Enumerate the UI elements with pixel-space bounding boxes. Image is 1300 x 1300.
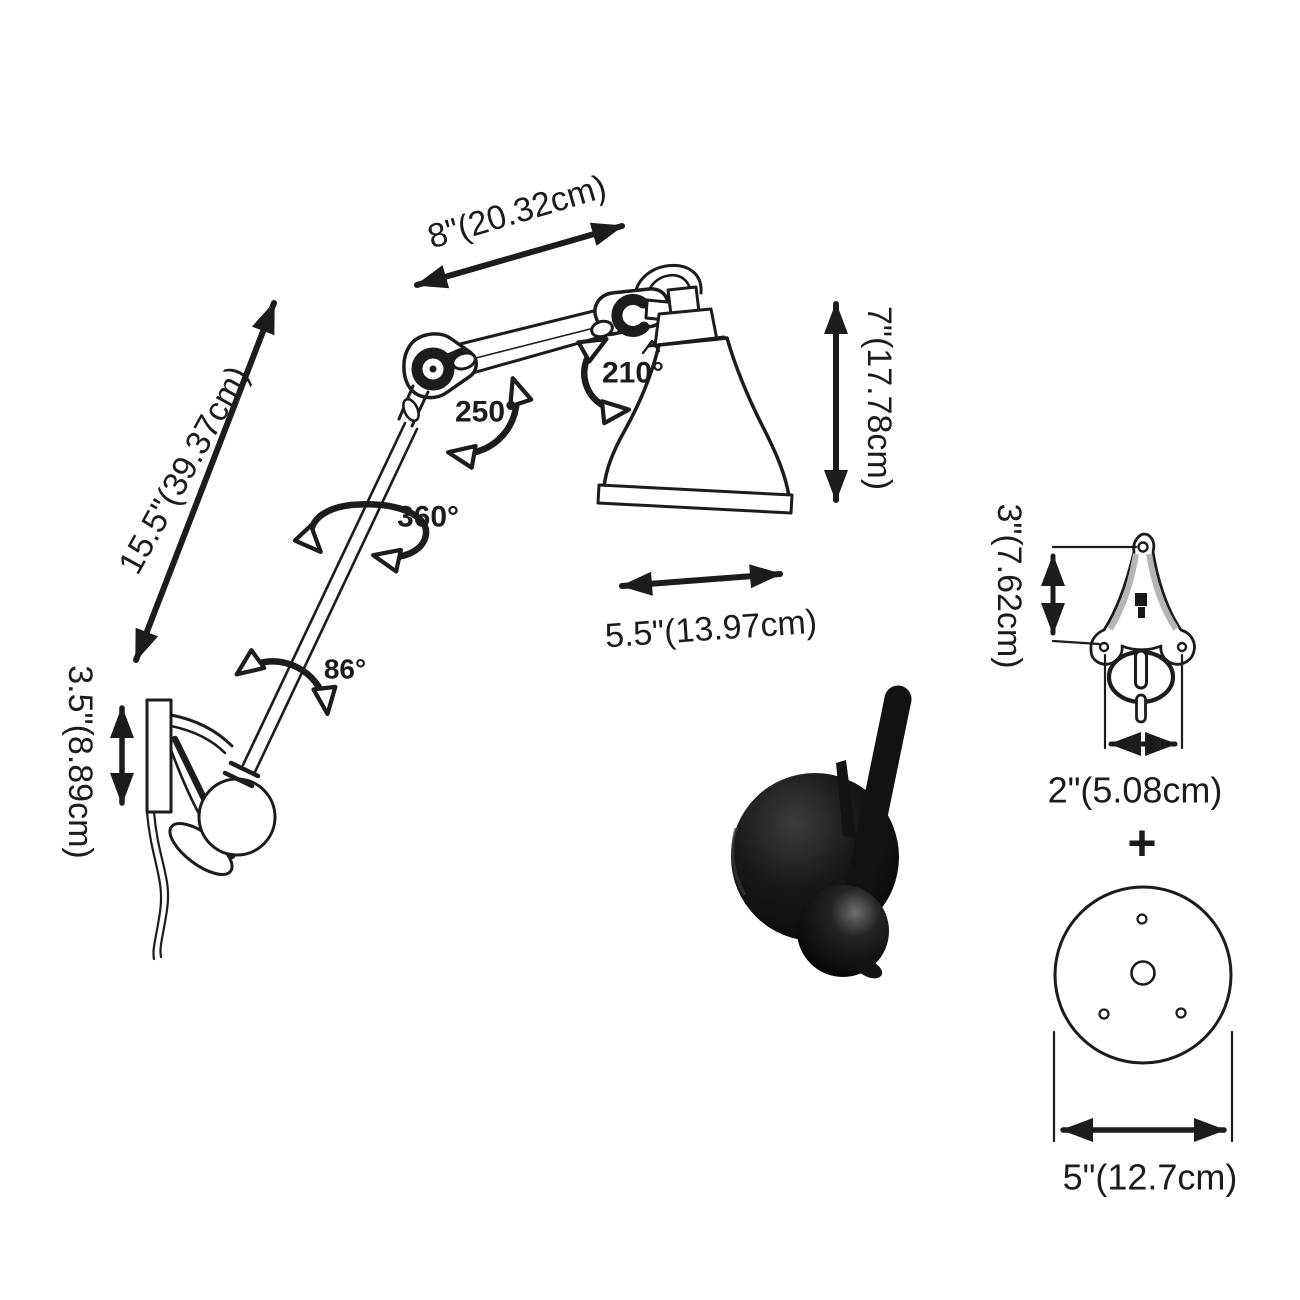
dimension-arrows	[110, 222, 848, 806]
elbow-swivel-angle-label: 250°	[455, 396, 517, 429]
plus-icon: +	[1127, 815, 1156, 871]
dim-shade-width-arrow	[619, 564, 783, 596]
canopy-circle	[1053, 885, 1233, 1065]
rod-collar	[228, 760, 261, 779]
canopy-plate-diagram	[1052, 885, 1234, 1143]
lower-arm	[222, 421, 419, 789]
hardware-photo	[731, 685, 912, 979]
bracket-left-hole	[1098, 641, 1110, 653]
mounting-bracket-diagram	[1041, 532, 1196, 756]
dim-upper-arm-arrow	[414, 222, 625, 289]
base-swivel-angle-label: 86°	[324, 654, 366, 685]
power-cord	[145, 810, 170, 961]
wall-mount-assembly	[145, 698, 277, 876]
angle-86-arc	[234, 648, 338, 717]
angle-360-loop	[292, 501, 430, 574]
black-ball-joint	[797, 885, 889, 977]
upper-arm-length-label: 8"(20.32cm)	[423, 168, 610, 257]
bracket-height-label: 3"(7.62cm)	[990, 503, 1028, 668]
shade-pivot-joint	[590, 263, 719, 348]
angle-210-arc	[576, 336, 632, 426]
bracket-top-hole	[1137, 541, 1149, 553]
ball-joint	[197, 777, 277, 857]
shade-height-label: 7"(17.78cm)	[860, 306, 898, 490]
backplate-height-label: 3.5"(8.89cm)	[61, 665, 99, 858]
pivot-clamp-ring	[611, 293, 650, 337]
bracket-hole-spacing-label: 2"(5.08cm)	[1048, 770, 1223, 811]
canopy-diameter-label: 5"(12.7cm)	[1063, 1157, 1238, 1198]
shade-tilt-angle-label: 210°	[602, 357, 664, 390]
black-arm-rod	[844, 685, 912, 908]
lamp-shade	[596, 335, 794, 515]
angle-250-arc	[445, 376, 534, 470]
cord-loop	[633, 263, 703, 301]
dim-lower-arm-arrow	[133, 300, 277, 663]
canopy-center-hole	[1130, 960, 1156, 986]
clamp-pin	[836, 760, 856, 838]
lower-arm-length-label: 15.5"(39.37cm)	[111, 360, 256, 581]
bracket-right-hole	[1176, 641, 1188, 653]
keyhole-slot	[1135, 593, 1147, 606]
mount-yoke-strap	[169, 713, 234, 748]
shade-rim	[596, 483, 794, 515]
shade-diameter-label: 5.5"(13.97cm)	[604, 603, 819, 656]
wall-backplate	[145, 698, 173, 814]
arm-rotation-angle-label: 360°	[397, 501, 459, 534]
